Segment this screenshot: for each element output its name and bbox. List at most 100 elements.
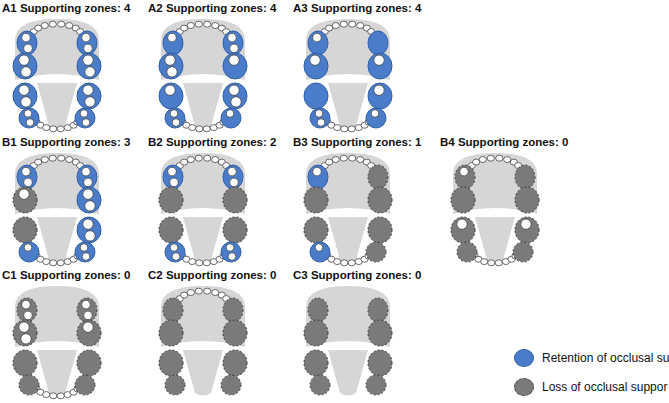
tooth [83,85,93,95]
molar-zone [77,350,101,376]
tooth [167,67,177,77]
panel-title: B1 Supporting zones: 3 [2,135,130,149]
anterior-tooth [326,159,333,165]
anterior-tooth [204,288,211,294]
tooth [85,97,95,107]
anterior-tooth [181,159,188,165]
tooth [313,33,322,42]
tooth [83,219,93,229]
molar-zone [304,217,328,243]
anterior-tooth [334,259,341,265]
tooth [83,322,93,332]
molar-zone [77,320,101,346]
tooth [19,85,29,95]
tooth [24,178,33,187]
anterior-tooth [473,159,480,165]
molar-zone [159,320,183,346]
dental-panel [159,286,247,396]
tooth [165,85,175,95]
tooth [82,119,90,127]
tooth [19,189,29,199]
tooth [230,178,239,187]
anterior-tooth [43,392,50,398]
premolar-zone [368,165,388,189]
anterior-tooth [495,260,502,266]
molar-zone [13,83,37,109]
tooth [80,244,88,252]
tooth [172,119,180,127]
anterior-tooth [340,155,347,161]
anterior-tooth [41,157,48,163]
upper-palate [15,19,99,80]
tooth [315,110,323,118]
anterior-tooth [41,23,48,29]
molar-zone [13,187,37,213]
tooth [229,85,239,95]
tooth [230,44,239,53]
panel-title: A2 Supporting zones: 4 [148,1,276,15]
tooth [231,97,241,107]
tooth [228,167,237,176]
premolar-zone [457,242,477,262]
anterior-tooth [50,393,57,399]
anterior-tooth [57,393,64,399]
anterior-tooth [487,155,494,161]
tooth [82,253,90,261]
tooth [24,110,32,118]
lower-floor [475,217,515,263]
molar-zone [515,187,539,213]
premolar-zone [310,108,330,128]
premolar-zone [19,242,39,262]
molar-zone [515,217,539,243]
molar-zone [77,187,101,213]
molar-zone [13,320,37,346]
tooth [170,178,179,187]
anterior-tooth [196,126,203,132]
legend-swatch [514,378,534,396]
tooth [229,55,239,65]
molar-zone [451,217,475,243]
anterior-tooth [181,292,188,298]
anterior-tooth [49,21,56,27]
anterior-tooth [332,157,339,163]
anterior-tooth [187,290,194,296]
anterior-tooth [504,157,511,163]
legend-text: Retention of occlusal su [542,350,669,366]
lower-floor [183,217,223,263]
tooth [24,244,32,252]
tooth [313,167,322,176]
anterior-tooth [187,23,194,29]
tooth [24,44,33,53]
tooth [85,201,95,211]
anterior-tooth [187,157,194,163]
panel-title: B2 Supporting zones: 2 [148,135,276,149]
molar-zone [223,83,247,109]
premolar-zone [368,31,388,55]
panel-title: B4 Supporting zones: 0 [440,135,568,149]
premolar-zone [75,375,95,395]
premolar-zone [163,298,183,322]
legend-text: Loss of occlusal suppor [542,379,667,395]
premolar-zone [513,242,533,262]
anterior-tooth [189,259,196,265]
premolar-zone [75,242,95,262]
tooth [165,55,175,65]
tooth [84,311,93,320]
anterior-tooth [35,159,42,165]
tooth [19,322,29,332]
tooth [82,33,91,42]
tooth [168,167,177,176]
anterior-tooth [332,23,339,29]
premolar-zone [165,108,185,128]
molar-zone [368,217,392,243]
anterior-tooth [212,157,219,163]
tooth [226,110,234,118]
anterior-tooth [340,21,347,27]
molar-zone [368,187,392,213]
dental-panel [451,153,539,266]
premolar-zone [221,108,241,128]
anterior-tooth [212,290,219,296]
anterior-tooth [189,125,196,131]
tooth [371,110,379,118]
